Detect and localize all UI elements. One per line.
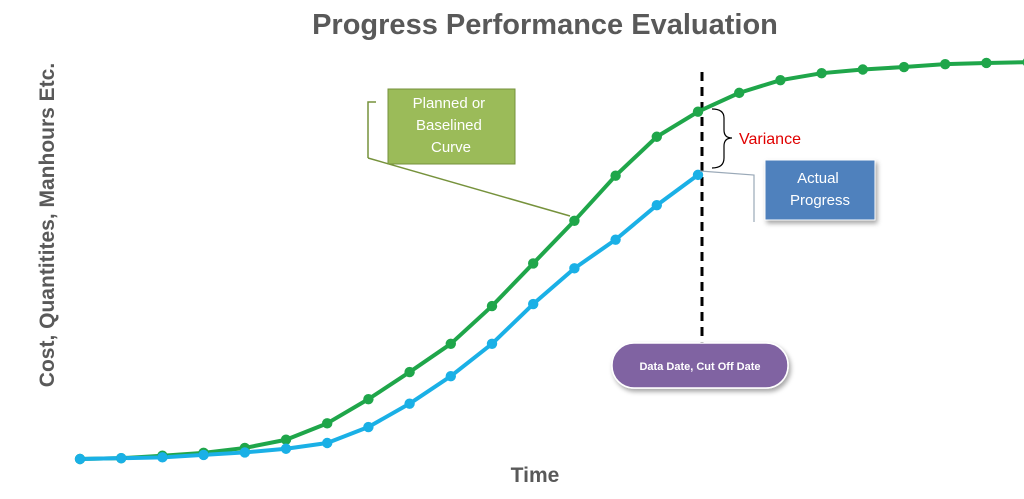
planned-point xyxy=(981,57,992,69)
planned-point xyxy=(486,300,498,312)
actual-point xyxy=(528,298,539,310)
actual-point xyxy=(404,398,415,409)
actual-series-points xyxy=(74,169,704,465)
data-date-pill xyxy=(611,342,789,389)
actual-point xyxy=(198,449,209,461)
data-date-callout: Data Date, Cut Off Date xyxy=(611,342,789,389)
actual-point xyxy=(692,169,704,181)
actual-point xyxy=(280,443,292,454)
data-date-label: Data Date, Cut Off Date xyxy=(639,361,760,373)
planned-series-line xyxy=(79,60,1024,461)
planned-point xyxy=(692,106,704,117)
planned-callout-box xyxy=(387,88,516,165)
actual-point xyxy=(610,234,621,245)
planned-point xyxy=(734,87,745,99)
actual-point xyxy=(363,421,374,433)
planned-point xyxy=(610,170,621,181)
planned-point xyxy=(569,215,580,226)
actual-point xyxy=(239,447,250,458)
planned-callout-label: Planned or Baselined Curve xyxy=(413,95,490,156)
actual-point xyxy=(445,370,456,382)
actual-callout-box xyxy=(764,159,876,221)
actual-point xyxy=(74,453,86,465)
x-axis-label: Time xyxy=(511,464,560,487)
actual-callout-connector xyxy=(699,170,755,222)
planned-point xyxy=(322,418,333,429)
variance-brace xyxy=(711,108,733,169)
chart-title: Progress Performance Evaluation xyxy=(312,9,778,41)
y-axis-label: Cost, Quantitites, Manhours Etc. xyxy=(36,63,59,387)
actual-point xyxy=(651,200,662,211)
actual-point xyxy=(486,338,498,349)
actual-callout-label: Actual Progress xyxy=(790,170,850,209)
planned-point xyxy=(857,64,868,75)
planned-callout-leader xyxy=(367,157,571,217)
planned-point xyxy=(363,393,374,405)
planned-point xyxy=(651,131,662,142)
planned-point xyxy=(280,434,292,445)
planned-callout-connector xyxy=(367,101,376,158)
planned-point xyxy=(775,74,786,86)
planned-callout: Planned or Baselined Curve xyxy=(387,88,516,165)
planned-point xyxy=(940,58,951,70)
variance-label: Variance xyxy=(739,131,801,148)
actual-point xyxy=(322,437,333,449)
planned-point xyxy=(898,61,910,73)
actual-point xyxy=(569,263,580,274)
planned-point xyxy=(445,338,456,349)
planned-point xyxy=(528,258,539,269)
planned-point xyxy=(816,67,827,79)
actual-series-line xyxy=(79,173,700,461)
planned-series-points xyxy=(74,57,1024,465)
actual-point xyxy=(157,452,168,463)
actual-point xyxy=(116,452,127,464)
actual-callout: Actual Progress xyxy=(764,159,876,221)
planned-point xyxy=(404,366,415,378)
